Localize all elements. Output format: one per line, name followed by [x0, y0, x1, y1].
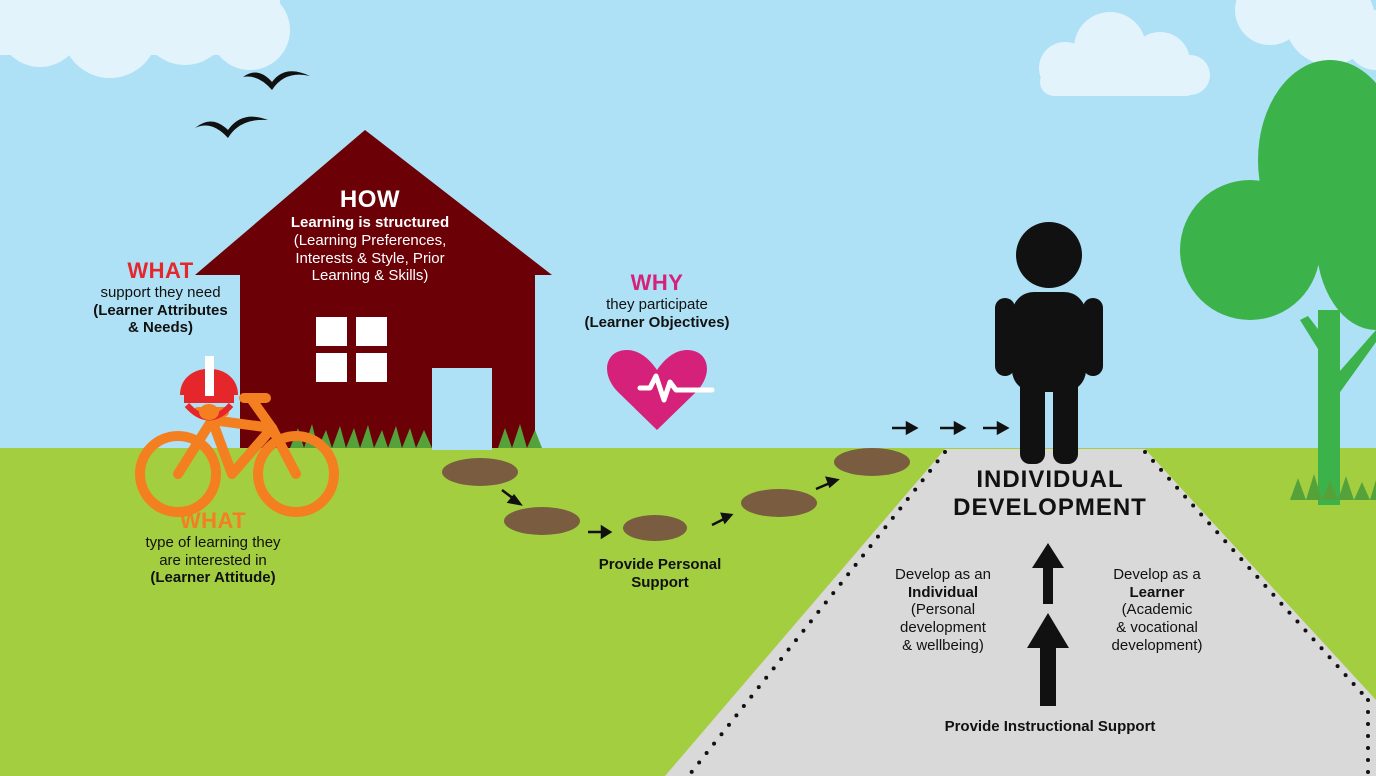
develop-learner-bold: Learner — [1129, 583, 1185, 601]
how-line-1: (Learning Preferences, — [293, 232, 447, 249]
house-icon — [195, 130, 552, 450]
personal-support-line-2: Support — [631, 573, 689, 591]
what-type-line-1: type of learning they — [145, 533, 281, 551]
personal-support-line-1: Provide Personal — [598, 556, 722, 573]
how-label-group: HOW Learning is structured (Learning Pre… — [270, 186, 470, 285]
stepping-stones — [442, 448, 910, 541]
what-support-bold-2: & Needs) — [127, 319, 194, 337]
develop-individual-bold: Individual — [907, 583, 978, 601]
arrow-icon — [501, 420, 1010, 540]
what-support-line-1: support they need — [100, 283, 221, 301]
develop-learner-line-2: (Academic — [1121, 601, 1193, 619]
what-support-title: WHAT — [127, 258, 194, 283]
develop-learner-line-1: Develop as a — [1113, 566, 1201, 583]
cloud-icon — [1235, 0, 1376, 70]
bird-icon — [243, 71, 310, 90]
how-line-3: Learning & Skills) — [311, 267, 429, 285]
individual-development-title: INDIVIDUAL DEVELOPMENT — [945, 466, 1155, 523]
cloud-icon — [0, 0, 290, 78]
why-line-1: they participate — [606, 295, 708, 313]
develop-individual-line-2: (Personal — [910, 601, 976, 619]
develop-individual-label: Develop as an Individual (Personal devel… — [873, 566, 1013, 654]
personal-support-label: Provide Personal Support — [560, 556, 760, 591]
develop-learner-line-4: development) — [1111, 636, 1203, 654]
instructional-support-label: Provide Instructional Support — [895, 718, 1205, 736]
why-bold-1: (Learner Objectives) — [584, 313, 730, 331]
bicycle-icon — [135, 393, 339, 517]
how-title: HOW — [339, 186, 401, 213]
tree-icon — [1180, 60, 1376, 505]
what-support-bold-1: (Learner Attributes — [93, 301, 228, 319]
what-type-label-group: WHAT type of learning they are intereste… — [118, 508, 308, 587]
path — [665, 449, 1376, 776]
large-arrow-icon — [1027, 543, 1069, 706]
why-title: WHY — [630, 270, 684, 295]
develop-learner-label: Develop as a Learner (Academic & vocatio… — [1082, 566, 1232, 654]
heart-pulse-icon — [607, 350, 715, 430]
develop-individual-line-1: Develop as an — [895, 566, 991, 583]
individual-development-line-1: INDIVIDUAL — [976, 466, 1124, 493]
develop-learner-line-3: & vocational — [1116, 619, 1198, 637]
develop-individual-line-4: & wellbeing) — [902, 636, 984, 654]
what-type-line-2: are interested in — [159, 551, 267, 569]
why-label-group: WHY they participate (Learner Objectives… — [547, 270, 767, 331]
develop-individual-line-3: development — [900, 619, 986, 637]
what-type-bold-1: (Learner Attitude) — [150, 569, 276, 587]
bird-icon — [195, 116, 268, 138]
what-type-title: WHAT — [179, 508, 247, 533]
how-line-2: Interests & Style, Prior — [295, 249, 445, 267]
individual-development-line-2: DEVELOPMENT — [953, 494, 1147, 522]
helmet-icon — [180, 356, 238, 421]
instructional-support-line-1: Provide Instructional Support — [944, 718, 1156, 735]
what-support-label-group: WHAT support they need (Learner Attribut… — [78, 258, 243, 337]
person-icon — [995, 222, 1103, 464]
how-subtitle: Learning is structured — [290, 214, 450, 232]
cloud-icon — [1039, 12, 1210, 96]
